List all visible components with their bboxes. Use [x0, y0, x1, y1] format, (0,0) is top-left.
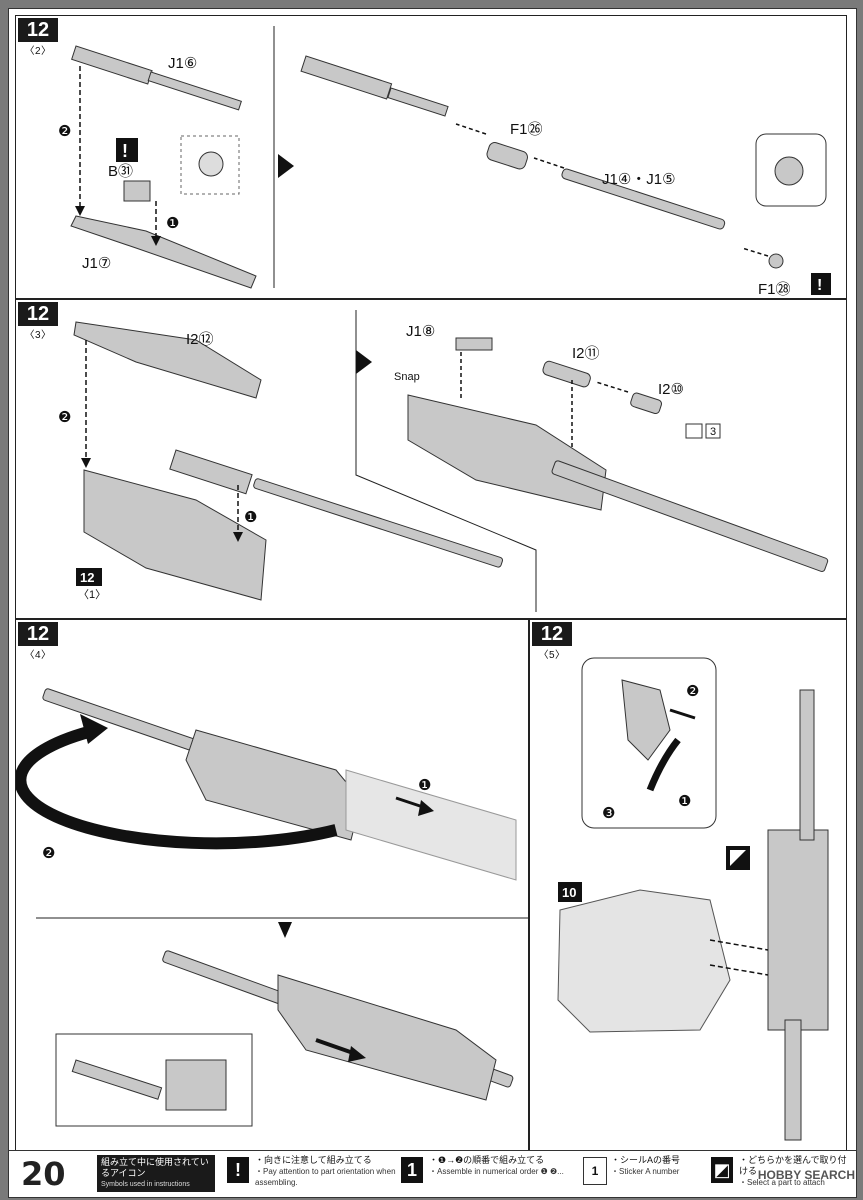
marker-2: ❷ — [58, 409, 71, 426]
step-number: 12 — [18, 302, 58, 326]
step-number: 12 — [18, 622, 58, 646]
part-f1-28 — [768, 253, 784, 269]
legend-en: ・Assemble in numerical order ❶ ❷... — [429, 1167, 564, 1176]
step-badge: 12 〈4〉 — [18, 622, 58, 661]
part-b31 — [123, 180, 151, 202]
exclamation-icon: ! — [227, 1157, 249, 1183]
legend-item-choice: ◩ ・どちらかを選んで取り付ける・Select a part to attach — [711, 1155, 851, 1193]
step-badge: 12 〈2〉 — [18, 18, 58, 57]
marker-2: ❷ — [58, 123, 71, 140]
part-rifle-body — [185, 729, 362, 841]
label-b31: B㉛ — [108, 163, 133, 180]
svg-text:!: ! — [122, 141, 128, 161]
part-barrel-j1-6 — [71, 45, 242, 111]
legend-en: ・Select a part to attach — [739, 1178, 825, 1187]
svg-text:!: ! — [817, 277, 822, 294]
label-f1-26: F1㉖ — [510, 121, 543, 138]
step-number: 12 — [532, 622, 572, 646]
marker-3: ❸ — [602, 805, 615, 822]
part-i2-11 — [542, 360, 591, 388]
part-rifle-body-final — [277, 974, 497, 1101]
part-barrel — [253, 478, 503, 568]
step-sub: 〈3〉 — [24, 330, 52, 341]
step-12-2-drawing: ! J1⑥ B㉛ J1⑦ ❷ ❶ F1㉖ J1④・J1⑤ F1㉘ — [58, 26, 831, 298]
part-j1-8 — [455, 337, 493, 351]
lift-arrow-icon — [646, 737, 681, 792]
label-i2-10: I2⑩ — [658, 381, 684, 398]
step-12-3-drawing: I2⑫ ❷ ❶ 12 〈1〉 J1⑧ I2⑪ I2⑩ 3 Snap — [58, 310, 829, 612]
legend-en: ・Pay attention to part orientation when … — [255, 1167, 396, 1187]
ref-step-num: 12 — [80, 570, 94, 585]
part-barrel-assembled — [300, 55, 449, 117]
label-j1-7: J1⑦ — [82, 255, 111, 272]
part-i2-10 — [630, 392, 662, 415]
legend-item-orientation: ! ・向きに注意して組み立てる・Pay attention to part or… — [227, 1155, 396, 1193]
step-sub: 〈2〉 — [24, 46, 52, 57]
part-i2-12 — [73, 321, 262, 399]
sticker-icon: 1 — [583, 1157, 607, 1185]
part-shoulder-cover — [621, 679, 671, 761]
part-receiver-j1-7 — [70, 215, 257, 289]
marker-2: ❷ — [686, 683, 699, 700]
label-j1-8: J1⑧ — [406, 323, 435, 340]
legend-item-order: 1 ・❶→❷の順番で組み立てる・Assemble in numerical or… — [401, 1155, 571, 1193]
part-slide-ghost — [345, 769, 517, 881]
flow-arrow-icon — [356, 350, 372, 374]
legend-jp: ・❶→❷の順番で組み立てる — [429, 1155, 545, 1165]
step-12-5-drawing: ❷ ❶ ❸ 10 — [557, 657, 829, 1141]
flow-arrow-icon — [278, 154, 294, 178]
step-12-3-panel: 12 〈3〉 I2⑫ ❷ ❶ 12 〈1〉 — [15, 299, 847, 619]
marker-1: ❶ — [166, 215, 179, 232]
snap-label: Snap — [394, 371, 420, 383]
choice-icon: ◩ — [711, 1157, 733, 1183]
step-badge: 12 〈3〉 — [18, 302, 58, 341]
part-rod-j1-4-5 — [561, 168, 726, 230]
flow-arrow-down-icon — [278, 922, 292, 938]
step-12-2-panel: 12 〈2〉 ! J1⑥ — [15, 15, 847, 299]
robot-figure — [557, 889, 731, 1033]
legend-title-jp: 組み立て中に使用されているアイコン — [101, 1157, 209, 1178]
page-number: 20 — [21, 1155, 66, 1193]
label-f1-28: F1㉘ — [758, 281, 791, 298]
marker-1: ❶ — [244, 509, 257, 526]
part-receiver — [83, 469, 267, 601]
rotate-arrow-icon — [16, 724, 338, 850]
legend-jp: ・シールAの番号 — [611, 1155, 681, 1165]
legend-title-en: Symbols used in instructions — [101, 1181, 190, 1188]
step-badge: 12 〈5〉 — [532, 622, 572, 661]
ref-part-10: 10 — [562, 885, 576, 900]
step-sub: 〈5〉 — [538, 650, 566, 661]
legend-jp: ・向きに注意して組み立てる — [255, 1155, 372, 1165]
step-12-5-panel: 12 〈5〉 ❷ ❶ ❸ 10 — [529, 619, 847, 1151]
marker-1: ❶ — [678, 793, 691, 810]
legend-item-sticker: 1 ・シールAの番号・Sticker A number — [583, 1155, 703, 1193]
step-12-4-drawing: ❶ ❷ — [16, 688, 528, 1127]
legend-en: ・Sticker A number — [611, 1167, 680, 1176]
label-j1-6: J1⑥ — [168, 55, 197, 72]
part-assembled-receiver — [407, 394, 607, 511]
legend-footer: 20 組み立て中に使用されているアイコン Symbols used in ins… — [8, 1150, 857, 1198]
step-12-4-panel: 12 〈4〉 ❶ ❷ — [15, 619, 529, 1151]
part-assembled-barrel — [551, 460, 829, 572]
label-j1-4-5: J1④・J1⑤ — [602, 171, 676, 188]
part-f1-26 — [486, 142, 528, 170]
step-sub: 〈4〉 — [24, 650, 52, 661]
order-number-icon: 1 — [401, 1157, 423, 1183]
marker-2: ❷ — [42, 845, 55, 862]
label-i2-11: I2⑪ — [572, 345, 600, 362]
legend-title: 組み立て中に使用されているアイコン Symbols used in instru… — [97, 1155, 215, 1192]
ref-step-sub: 〈1〉 — [78, 588, 106, 601]
sticker-icon — [685, 423, 703, 439]
legend-jp: ・どちらかを選んで取り付ける — [739, 1155, 847, 1176]
sticker-number: 3 — [710, 426, 716, 438]
step-number: 12 — [18, 18, 58, 42]
part-rifle-vertical — [767, 829, 829, 1031]
instruction-page: 12 〈2〉 ! J1⑥ — [8, 8, 857, 1152]
detail-box — [180, 135, 240, 195]
watermark-logo: HOBBY SEARCH — [757, 1168, 855, 1182]
marker-1: ❶ — [418, 777, 431, 794]
label-i2-12: I2⑫ — [186, 331, 214, 348]
